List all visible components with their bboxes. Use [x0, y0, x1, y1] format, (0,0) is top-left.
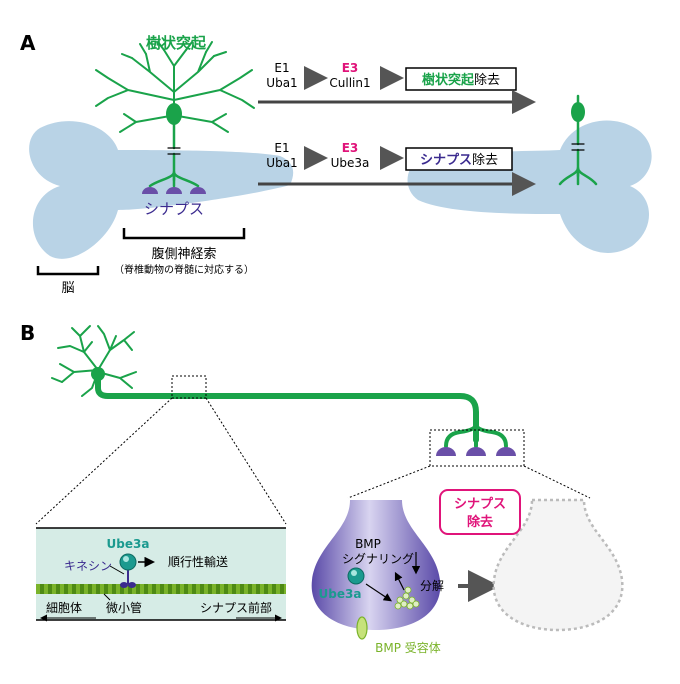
ventral-nerve-cord-label: 腹側神経索: [151, 246, 216, 262]
microtubule-label: 微小管: [106, 600, 142, 615]
degradation-label: 分解: [420, 579, 444, 593]
axon-zoom-line-left: [35, 397, 173, 525]
synapse-label: シナプス: [144, 200, 204, 218]
larva-right-body: [407, 120, 652, 253]
ventral-nerve-cord-bracket: [122, 228, 246, 240]
degradation-particles: [394, 586, 420, 610]
microtubule-pointer: [103, 593, 111, 601]
path2-result-box: [405, 147, 513, 171]
synapse-zoom-line-left: [347, 465, 431, 499]
ube3a-label-axon: Ube3a: [107, 537, 150, 551]
neuron-right-soma: [571, 102, 585, 122]
bmp-label-2: シグナリング: [342, 552, 414, 566]
ube3a-label-terminal: Ube3a: [319, 587, 362, 601]
panel-a-label: A: [20, 31, 36, 55]
kinesin-pointer: [109, 565, 125, 575]
ventral-nerve-cord-note: （脊椎動物の脊髄に対応する）: [114, 263, 254, 276]
dendrite-title: 樹状突起: [146, 34, 207, 52]
path2-result: シナプス除去: [420, 153, 498, 168]
removed-terminal: [492, 498, 624, 632]
bmp-receptor: [356, 616, 368, 640]
synapse-removal-box: [439, 489, 521, 535]
presynaptic-label: シナプス前部: [200, 600, 272, 615]
kinesin-motor: [120, 570, 136, 588]
brain-label: 脳: [61, 281, 74, 296]
synapse-zoom-line-right: [523, 465, 591, 499]
path1-e1: E1: [274, 61, 289, 75]
synapse-boutons-b: [436, 447, 516, 456]
degradation-arrow: [394, 571, 405, 591]
bmp-receptor-label: BMP 受容体: [375, 640, 441, 655]
ube3a-to-degradation-arrow: [365, 583, 392, 602]
brain-bracket: [36, 266, 100, 276]
anterograde-label: 順行性輸送: [168, 554, 228, 569]
axon-zoom-line-right: [205, 397, 287, 525]
panel-b-label: B: [20, 321, 35, 345]
ube3a-cargo: [119, 553, 137, 571]
neuron-b: [51, 325, 508, 448]
path1-result-box: [405, 67, 517, 91]
neuron-b-soma: [91, 367, 105, 381]
axon-zoom-panel: [36, 528, 286, 620]
ube3a-terminal: [347, 567, 365, 585]
path1-e3-name: Cullin1: [329, 76, 370, 90]
synapse-boutons-left: [142, 187, 206, 194]
microtubule: [36, 584, 286, 594]
synapse-zoom-box: [429, 429, 525, 467]
path2-e3-name: Ube3a: [331, 156, 370, 170]
path2-e1-name: Uba1: [266, 156, 297, 170]
kinesin-label: キネシン: [64, 559, 112, 573]
synapse-removal-label-2: 除去: [467, 514, 493, 530]
path1-e1-name: Uba1: [266, 76, 297, 90]
bmp-label-1: BMP: [355, 537, 381, 551]
neuron-left: [95, 41, 255, 188]
path2-e1: E1: [274, 141, 289, 155]
axon-zoom-box: [171, 375, 207, 399]
cell-body-label: 細胞体: [46, 601, 82, 615]
synapse-removal-label-1: シナプス: [454, 497, 506, 512]
larva-left-body: [29, 121, 294, 259]
path1-e3: E3: [342, 61, 359, 75]
neuron-left-soma: [166, 103, 182, 125]
path1-result: 樹状突起除去: [422, 72, 500, 88]
path2-e3: E3: [342, 141, 359, 155]
